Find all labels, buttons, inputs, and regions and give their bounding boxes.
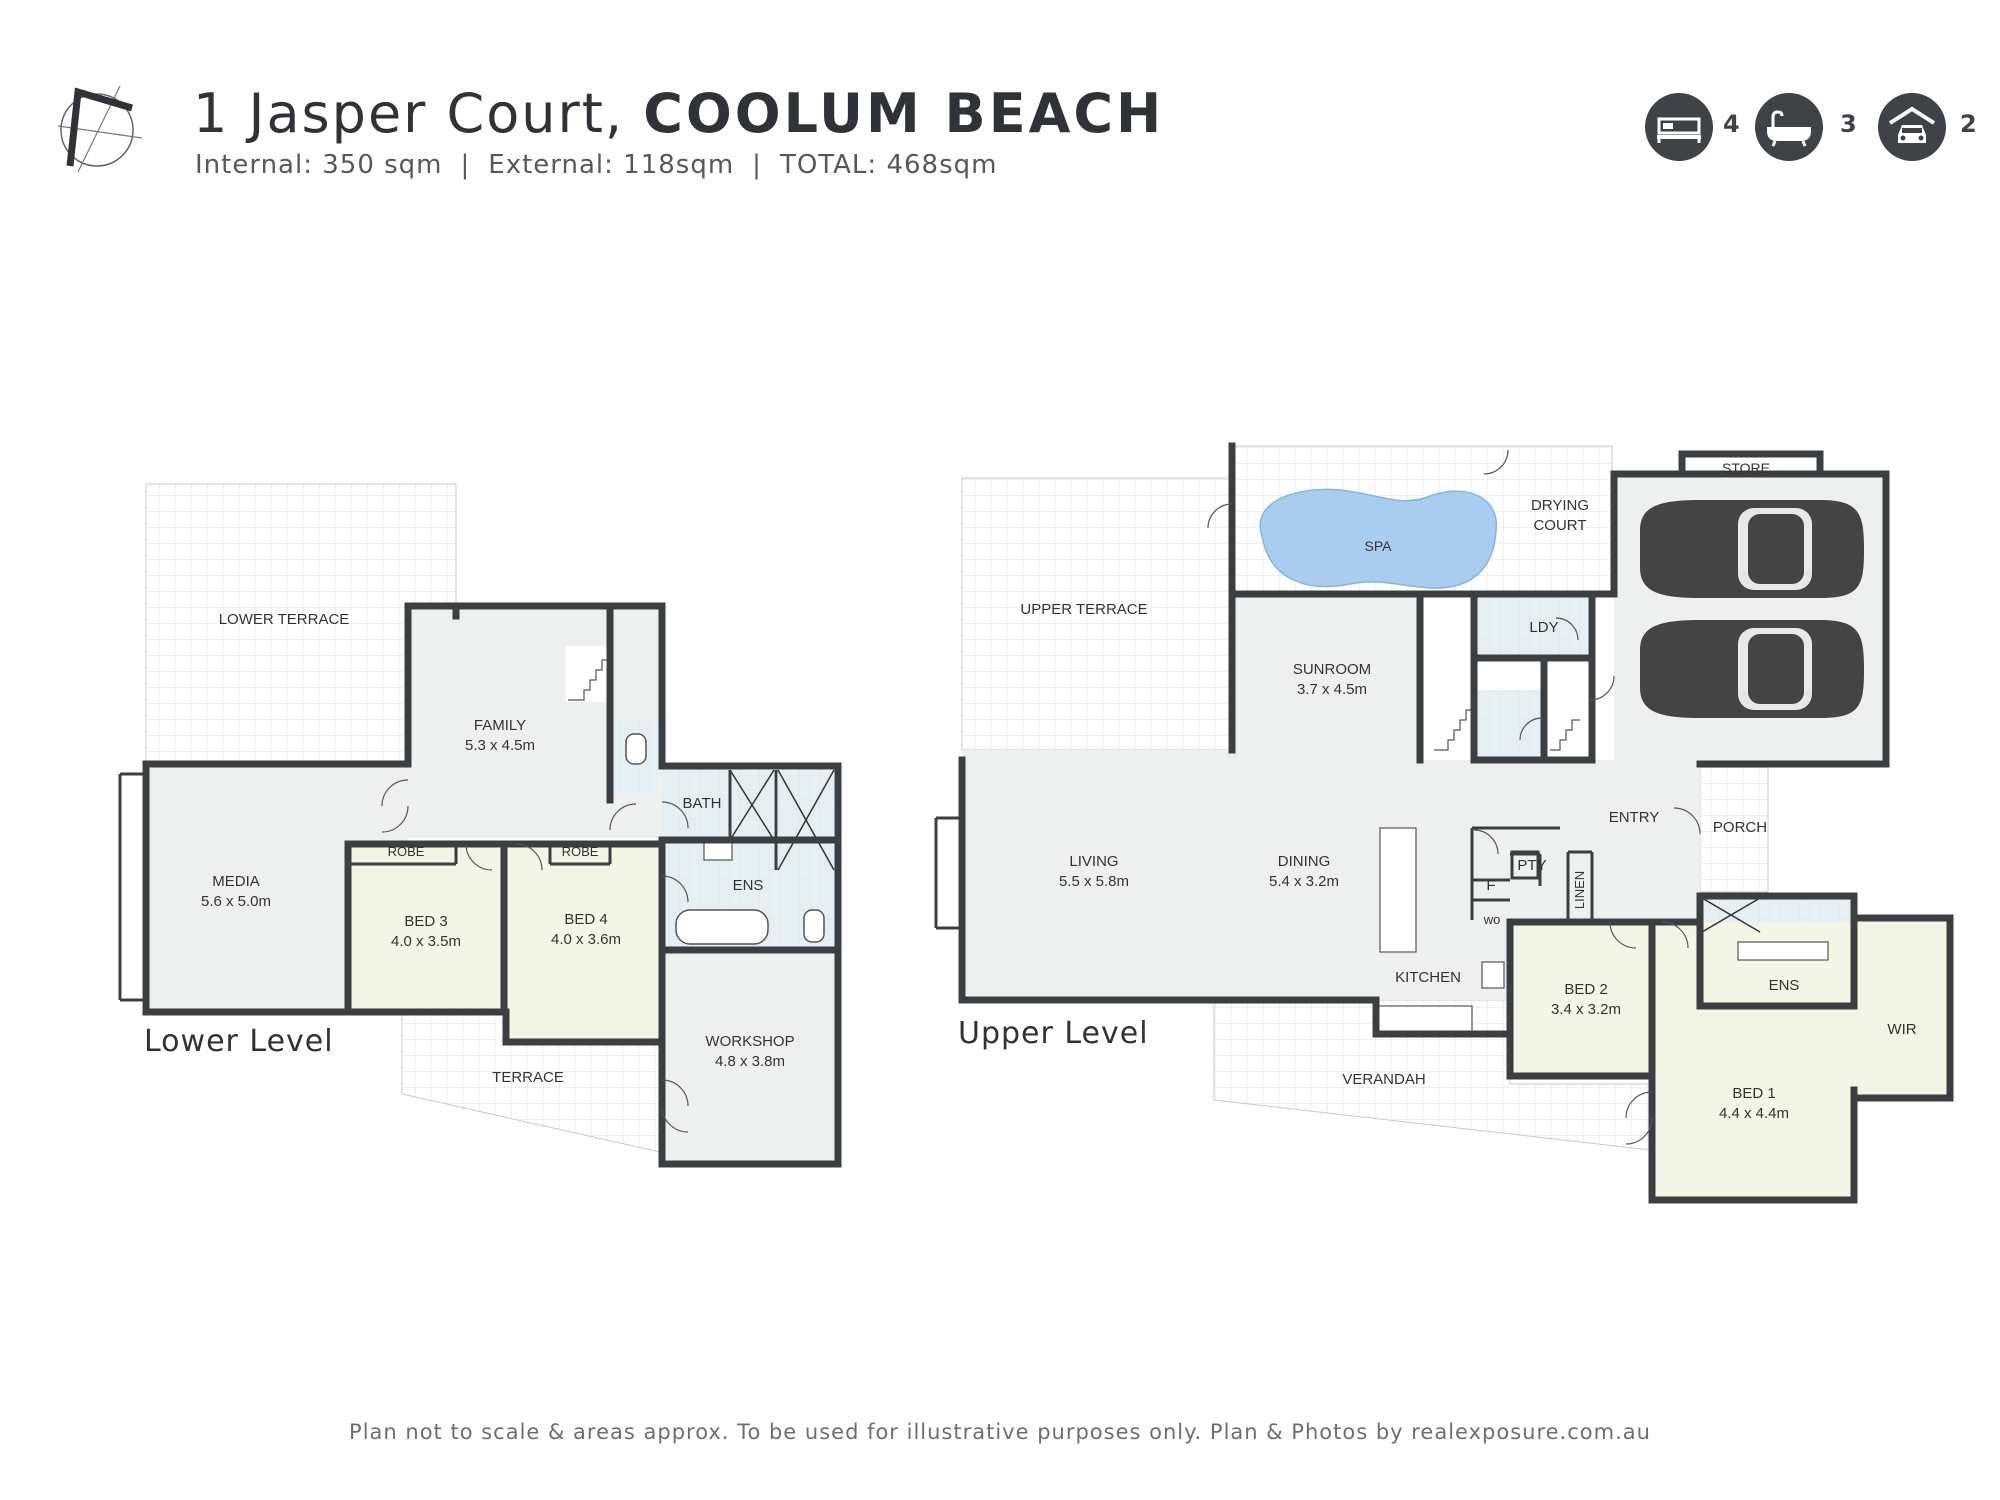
compass-logo — [57, 85, 143, 173]
wir-area — [1854, 918, 1952, 1096]
bedroom-count: 4 — [1723, 110, 1740, 138]
kitchen-bench — [1375, 1005, 1473, 1035]
room-label-robe-3: ROBE — [387, 844, 425, 859]
upper-level-label: Upper Level — [958, 1016, 1149, 1051]
toilet — [803, 909, 825, 943]
area-summary: Internal: 350 sqm | External: 118sqm | TOTAL… — [195, 150, 997, 180]
bath-icon — [1767, 110, 1811, 147]
bed-badge — [1645, 93, 1713, 161]
stair-lower — [566, 646, 610, 702]
separator: | — [752, 150, 762, 180]
room-label-robe-4: ROBE — [561, 844, 599, 859]
separator: | — [460, 150, 471, 180]
room-label-ldy: LDY — [1529, 619, 1559, 636]
upper-level-plan — [934, 442, 1954, 1204]
room-label-spa: SPA — [1364, 538, 1392, 554]
room-label-linen: LINEN — [1572, 870, 1587, 910]
living-dining-area — [962, 594, 1700, 1000]
bed-1-area — [1652, 922, 1854, 1200]
room-label-ens: ENS — [732, 877, 764, 894]
garage-count: 2 — [1960, 110, 1977, 138]
disclaimer-text: Plan not to scale & areas approx. To be … — [349, 1420, 1651, 1444]
garage-badge — [1878, 93, 1946, 161]
car-1 — [1640, 500, 1864, 598]
address-text: 1 Jasper Court, — [193, 82, 625, 145]
lower-level-plan — [118, 483, 842, 1168]
room-label-wir: WIR — [1887, 1021, 1917, 1038]
room-label-terrace: TERRACE — [492, 1069, 564, 1086]
wc-upper — [1474, 690, 1544, 760]
room-label-store: STORE — [1722, 460, 1770, 476]
room-label-upper-terrace: UPPER TERRACE — [1020, 601, 1148, 618]
cooktop — [1481, 961, 1505, 989]
bed-icon — [1657, 117, 1701, 143]
page-title: 1 Jasper Court, COOLUM BEACH — [193, 82, 1164, 145]
robe-3 — [348, 844, 456, 864]
room-label-wo: wo — [1483, 912, 1501, 927]
external-area: External: 118sqm — [488, 150, 735, 180]
internal-area: Internal: 350 sqm — [195, 150, 443, 180]
bed-3-room — [348, 844, 504, 1012]
robe-4 — [550, 844, 610, 864]
room-label-verandah: VERANDAH — [1342, 1071, 1426, 1088]
bed-2-area — [1510, 922, 1652, 1076]
porch-area — [1699, 759, 1769, 893]
bathroom-count: 3 — [1840, 110, 1857, 138]
room-label-f: F — [1486, 877, 1496, 894]
bathtub — [675, 909, 769, 945]
laundry-area — [1474, 594, 1588, 658]
basin — [703, 841, 733, 861]
room-label-bath: BATH — [682, 795, 722, 812]
bed-4-room — [506, 844, 662, 1042]
workshop-room — [662, 950, 838, 1164]
lower-level-label: Lower Level — [144, 1024, 334, 1059]
dining-island — [1379, 827, 1417, 953]
room-label-porch: PORCH — [1712, 819, 1768, 836]
bath-room — [662, 766, 730, 840]
room-label-pty: PTY — [1517, 857, 1547, 874]
room-label-ens: ENS — [1768, 977, 1800, 994]
room-label-entry: ENTRY — [1608, 809, 1660, 826]
suburb-text: COOLUM BEACH — [643, 82, 1165, 145]
room-label-lower-terrace: LOWER TERRACE — [218, 611, 350, 628]
vanity — [1737, 941, 1829, 961]
toilet — [625, 733, 647, 765]
spa-pool — [1259, 488, 1498, 589]
garage-icon — [1888, 106, 1936, 143]
total-area: TOTAL: 468sqm — [779, 150, 998, 180]
bath-badge — [1755, 93, 1823, 161]
room-label-kitchen: KITCHEN — [1395, 969, 1461, 986]
car-2 — [1640, 620, 1864, 718]
